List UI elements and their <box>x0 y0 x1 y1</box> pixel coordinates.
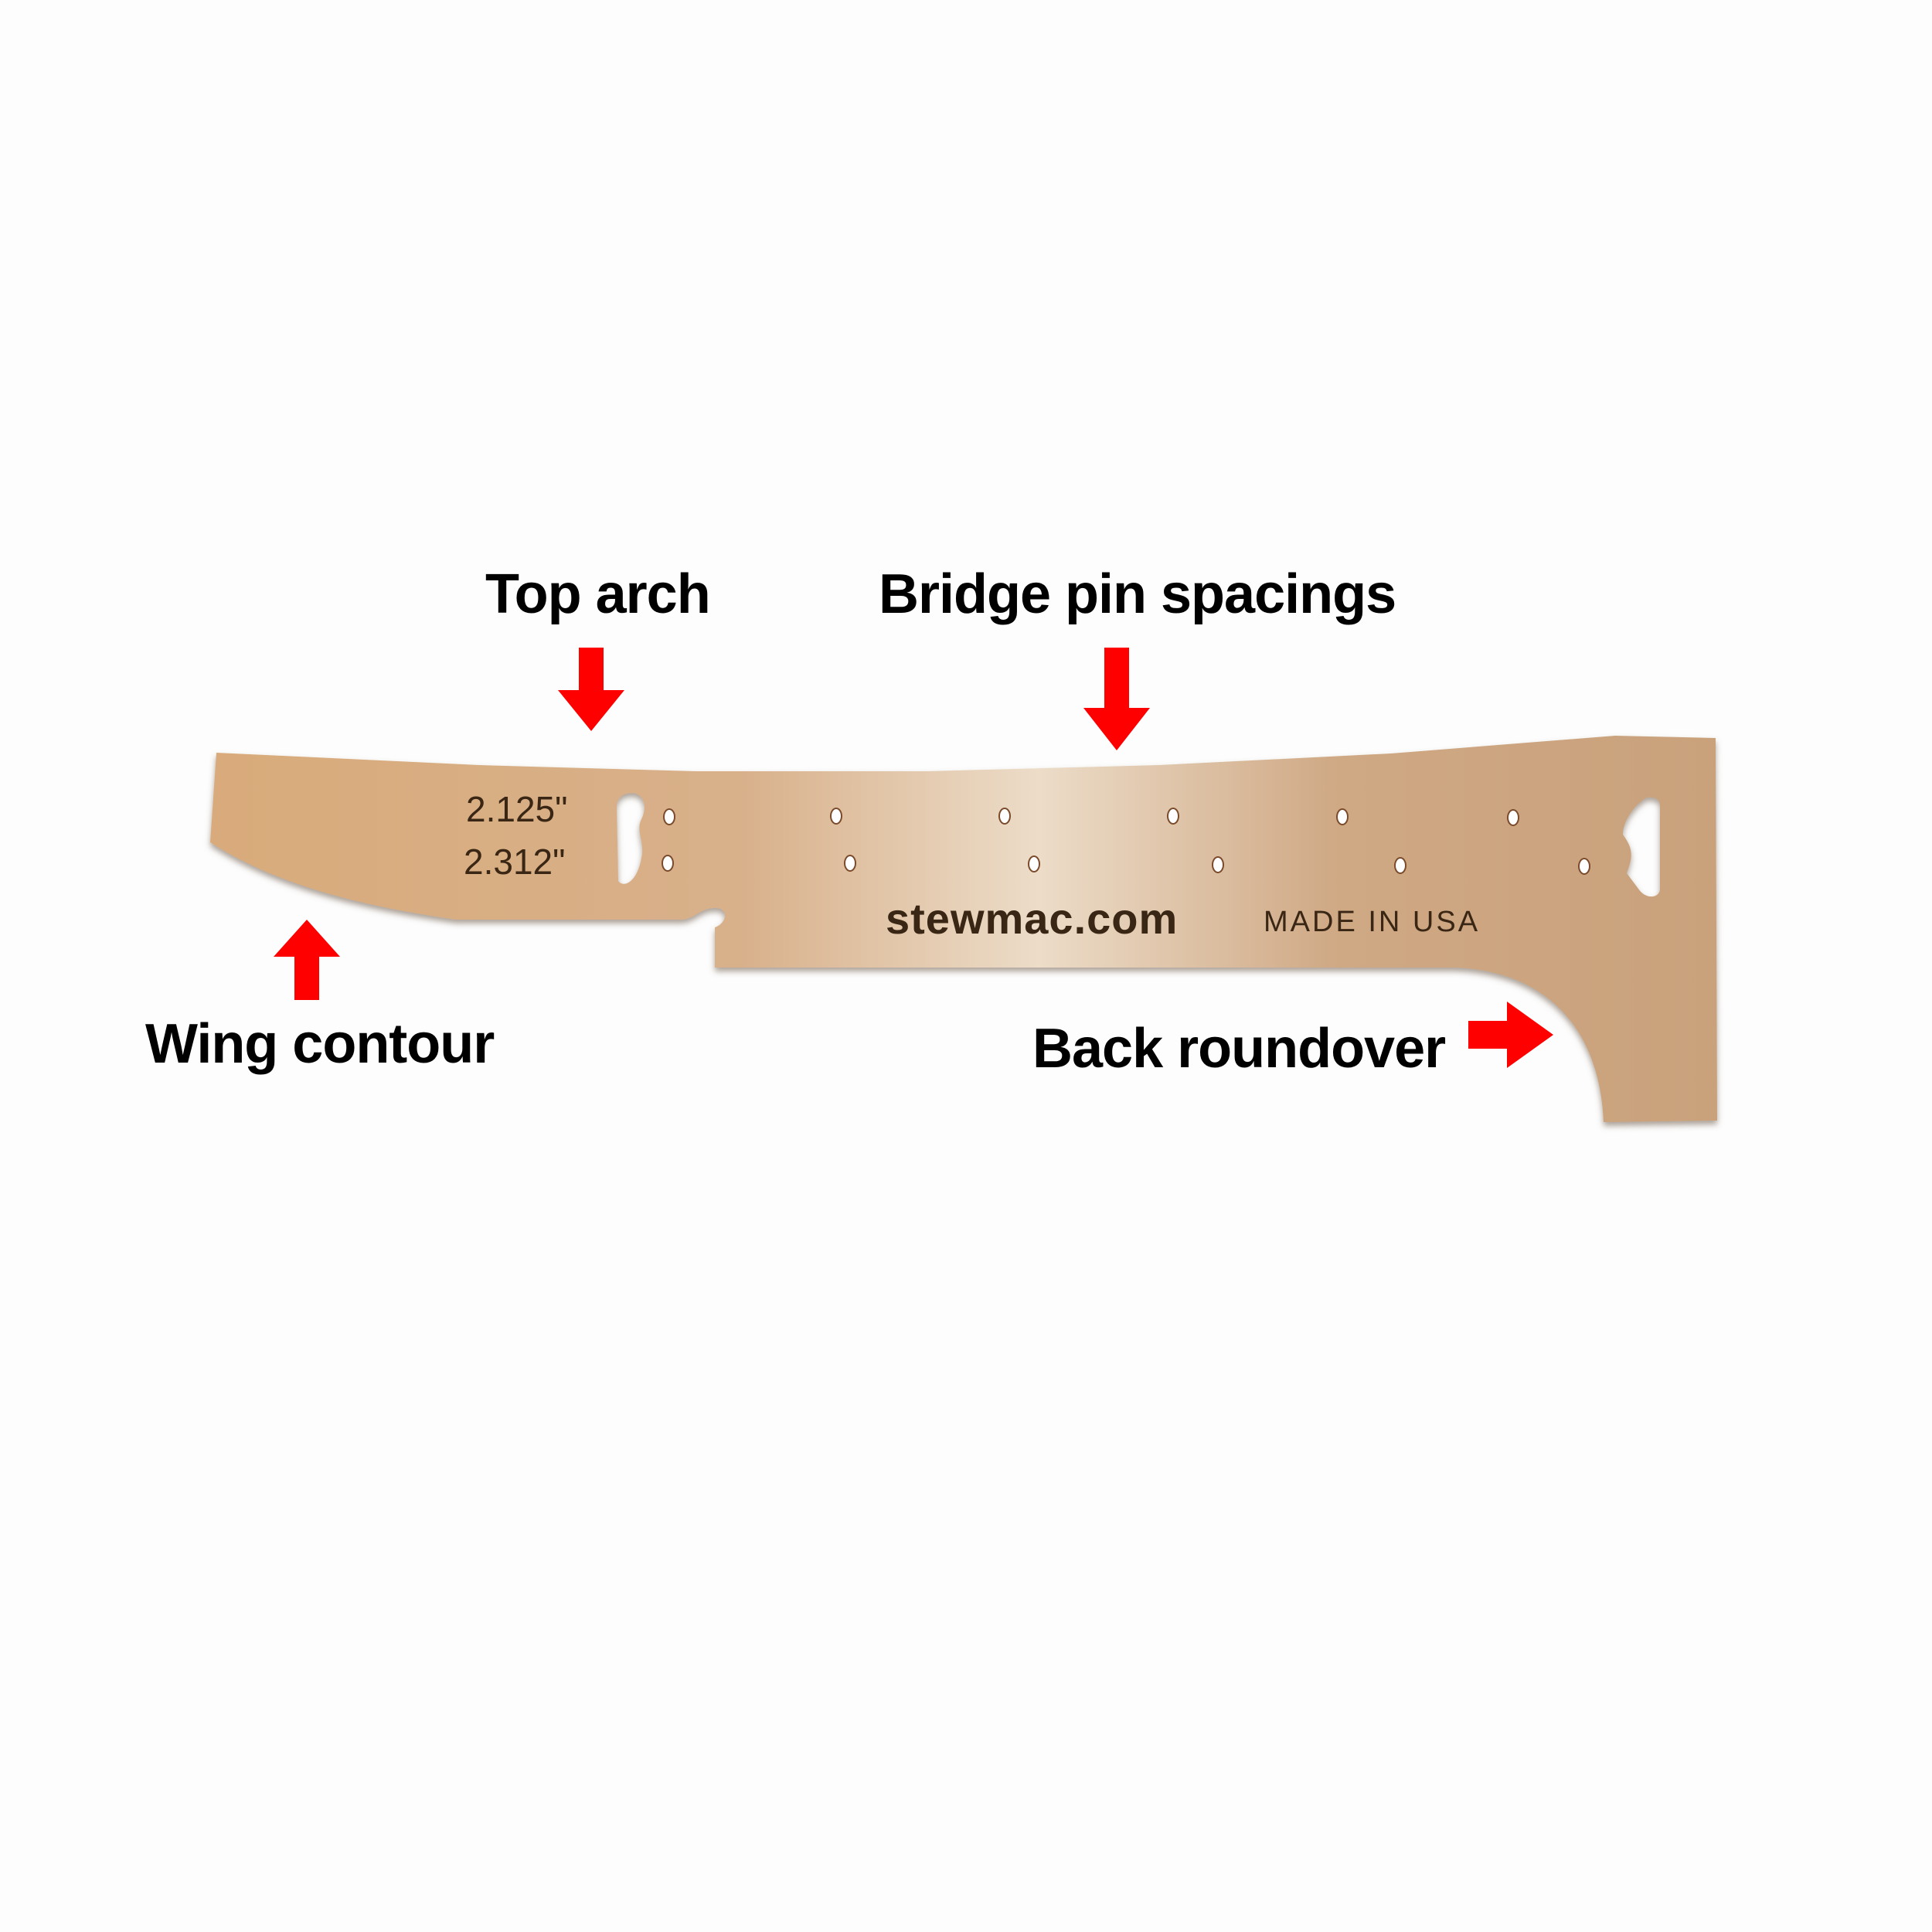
arrow-down-icon <box>1083 648 1150 750</box>
arrow-up-icon <box>274 920 340 1000</box>
bridge-pin-holes <box>662 808 1590 875</box>
arrow-right-icon <box>1468 1002 1553 1068</box>
label-bridge-pin-spacings: Bridge pin spacings <box>879 563 1396 625</box>
made-in-usa-engraving: MADE IN USA <box>1264 906 1481 938</box>
label-back-roundover: Back roundover <box>1032 1018 1446 1080</box>
label-top-arch: Top arch <box>485 563 711 625</box>
measurement-2312: 2.312" <box>464 842 566 882</box>
label-wing-contour: Wing contour <box>145 1013 495 1075</box>
measurement-2125: 2.125" <box>466 789 568 829</box>
brand-engraving: stewmac.com <box>886 894 1179 943</box>
arrow-down-icon <box>558 648 624 731</box>
template-body <box>210 736 1717 1122</box>
